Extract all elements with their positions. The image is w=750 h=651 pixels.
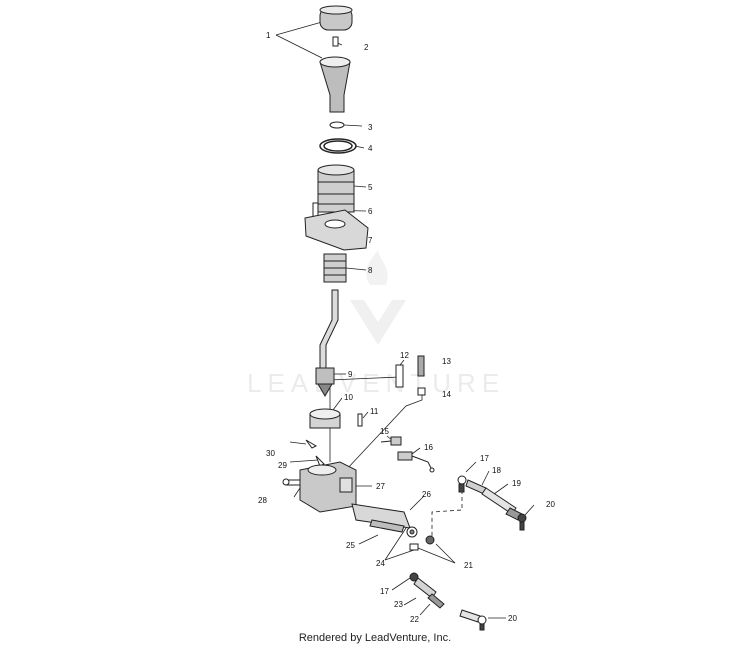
callout-14: 14 [442,390,451,399]
part-small-pin [357,413,363,427]
callout-30: 30 [266,449,275,458]
part-collar [309,408,341,429]
callout-16: 16 [424,443,433,452]
watermark-text: LEADVENTURE [247,368,505,398]
part-switch [380,436,402,446]
callout-19: 19 [512,479,521,488]
part-rod [369,519,405,533]
footer-credit: Rendered by LeadVenture, Inc. [298,632,452,644]
part-small-nut [417,387,426,396]
callout-4: 4 [368,144,373,153]
callout-15: 15 [380,427,389,436]
callout-17-upper: 17 [480,454,489,463]
part-housing [299,461,357,513]
callout-20-lower: 20 [508,614,517,623]
callout-29: 29 [278,461,287,470]
part-lower-tie-rod [409,572,487,631]
callout-22: 22 [410,615,419,624]
part-threaded-stud [417,355,425,377]
part-side-bolt [282,478,301,486]
callout-24: 24 [376,559,385,568]
callout-3: 3 [368,123,373,132]
callout-18: 18 [492,466,501,475]
part-knob-cap [319,5,353,31]
callout-13: 13 [442,357,451,366]
callout-27: 27 [376,482,385,491]
callout-9: 9 [348,370,353,379]
callout-21: 21 [464,561,473,570]
callout-labels: 1 2 3 4 5 6 7 8 9 10 11 12 13 14 15 16 1… [258,31,555,624]
callout-26: 26 [422,490,431,499]
part-bolt [312,202,319,218]
callout-8: 8 [368,266,373,275]
part-small-ring [329,121,345,129]
part-clip [305,439,325,467]
callout-12: 12 [400,351,409,360]
callout-1: 1 [266,31,271,40]
callout-2: 2 [364,43,369,52]
callout-5: 5 [368,183,373,192]
callout-23: 23 [394,600,403,609]
part-screw [332,36,339,47]
leader-lines [275,21,535,619]
callout-11: 11 [370,407,379,416]
part-boot [317,164,355,213]
part-shift-lever [315,289,339,397]
part-shift-knob [319,56,351,113]
part-connector [397,451,435,473]
callout-17-lower: 17 [380,587,389,596]
part-upper-tie-rod [457,475,527,531]
part-bellows [323,253,347,283]
callout-6: 6 [368,207,373,216]
callout-10: 10 [344,393,353,402]
part-lock-nut [406,526,435,551]
callout-28: 28 [258,496,267,505]
part-large-ring [319,138,357,154]
callout-25: 25 [346,541,355,550]
callout-7: 7 [368,236,373,245]
part-plate [304,209,369,251]
callout-20-upper: 20 [546,500,555,509]
part-pin [395,364,404,388]
watermark-logo: LEADVENTURE [247,250,505,398]
